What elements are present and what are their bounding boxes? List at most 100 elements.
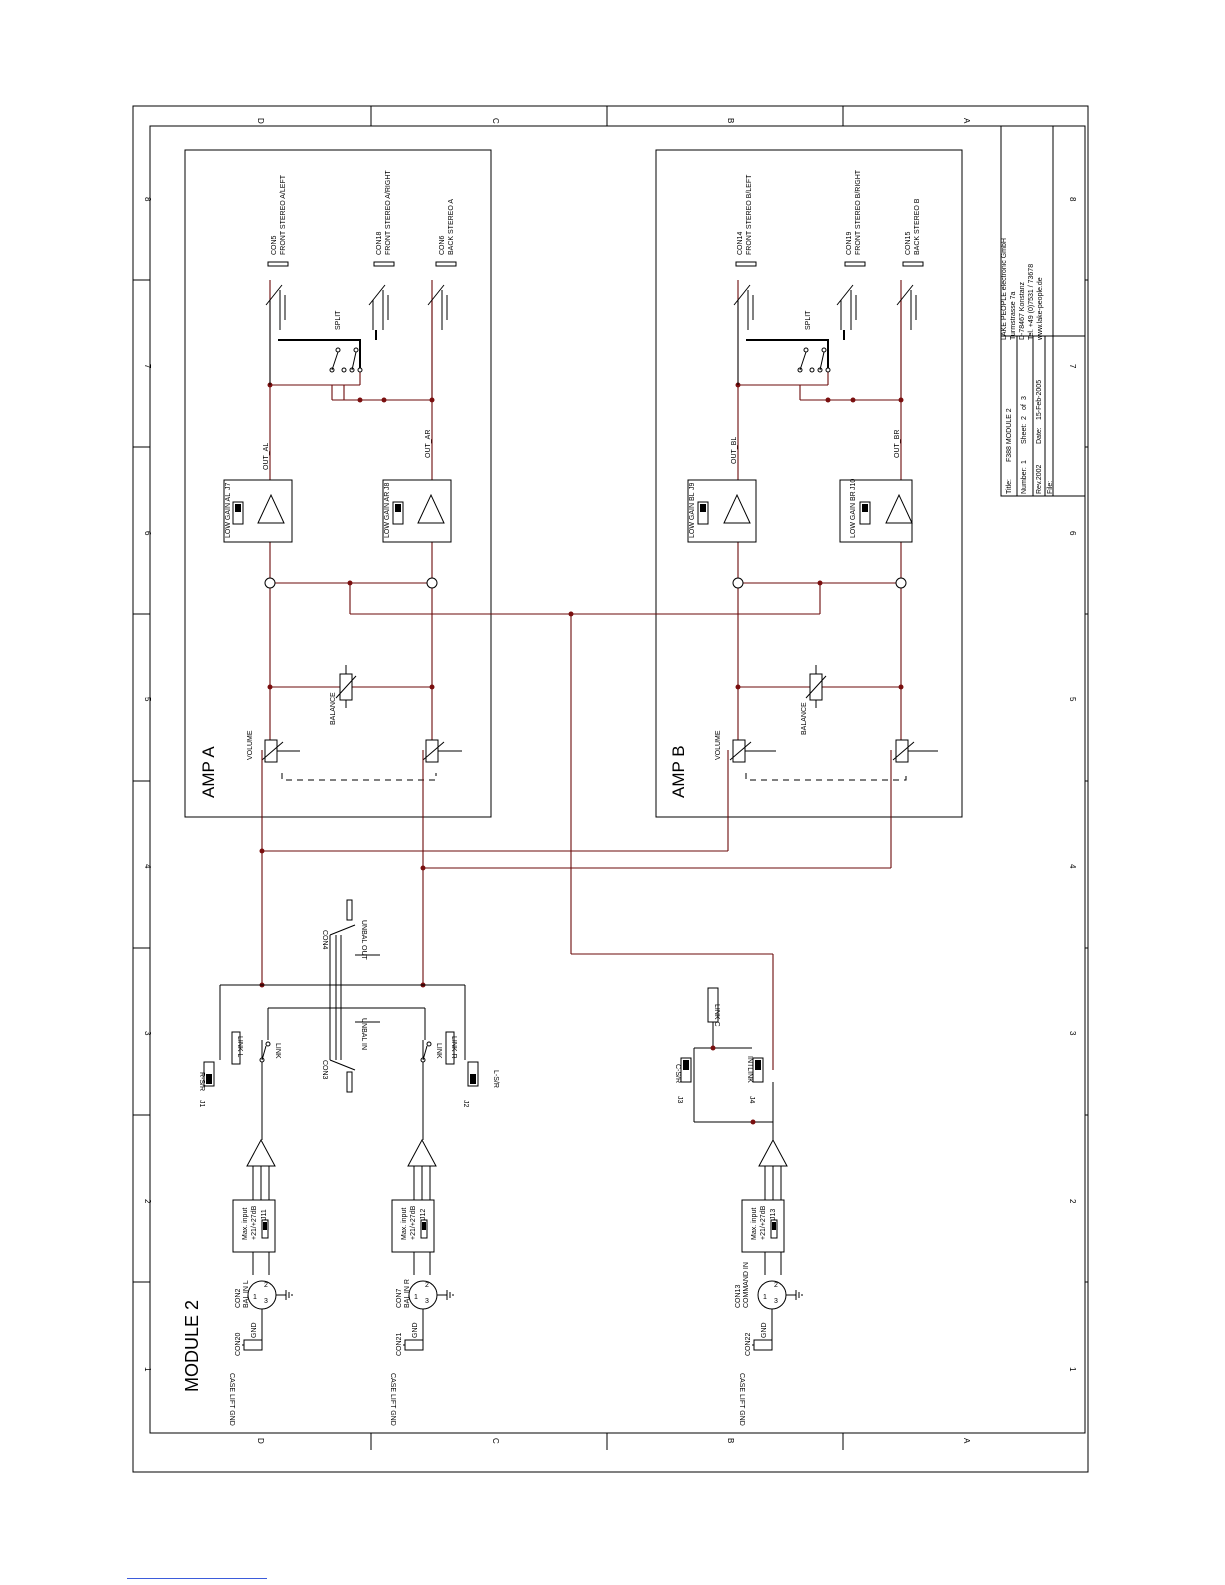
zone-number: 7 — [143, 364, 152, 369]
module-title: MODULE 2 — [182, 1300, 202, 1392]
number-value: 1 — [1021, 460, 1028, 464]
j2-ref: J2 — [462, 1100, 469, 1108]
company-name: LAKE PEOPLE electronic GmbH — [1001, 238, 1008, 340]
link-section: CON4 UNBAL OUT CON3 UNBAL IN J1 R-S/R LI… — [198, 899, 774, 1140]
zone-number: 4 — [1068, 864, 1077, 869]
case-lift-gnd-r: CASE LIFT GND — [389, 1373, 396, 1426]
con14-ref: CON14 — [737, 232, 744, 255]
con21-ref: CON21 — [396, 1333, 403, 1356]
zone-ticks — [133, 106, 1088, 1450]
input-channel-r: Max. input +21/+27dB J12 1 2 3 CON7 BAL … — [389, 1138, 454, 1426]
j4-ref: J4 — [748, 1096, 755, 1104]
amp-b-frame — [655, 149, 963, 818]
gain-al-ref: J7 — [225, 483, 232, 491]
amp-a-frame — [184, 149, 492, 818]
zone-letter: C — [491, 118, 500, 124]
con6-label: BACK STEREO A — [448, 199, 455, 255]
zone-number: 5 — [143, 697, 152, 702]
gain-ar-label: LOW GAIN AR — [384, 492, 391, 538]
zone-number: 1 — [1068, 1367, 1077, 1372]
con15-label: BACK STEREO B — [914, 198, 921, 255]
con19-label: FRONT STEREO B/RIGHT — [855, 169, 862, 255]
jumper-j10 — [859, 501, 871, 525]
gnd-label-r: GND — [412, 1322, 419, 1338]
split-label-b: SPLIT — [805, 310, 812, 330]
link-l-label: LINK L — [236, 1036, 243, 1058]
company-web: www.lake-people.de — [1037, 277, 1044, 341]
volume-pot-a-l — [264, 739, 278, 763]
title-block: LAKE PEOPLE electronic GmbH Turmstrasse … — [1000, 125, 1086, 497]
gain-bl-ref: J9 — [689, 483, 696, 491]
con4-ref: CON4 — [321, 930, 328, 950]
zone-number: 4 — [143, 864, 152, 869]
max-input-label-l: Max. input — [242, 1208, 249, 1240]
zone-letter: A — [962, 118, 971, 124]
gain-box-ar — [382, 479, 452, 543]
zone-numbers-left: 1 2 3 4 5 6 7 8 — [143, 197, 152, 1372]
sum-node-al — [264, 577, 276, 589]
sum-node-bl — [732, 577, 744, 589]
amp-b-block: AMP B LOW GAIN BL J9 — [655, 149, 963, 818]
jumper-con20 — [243, 1339, 263, 1351]
con18-ref: CON18 — [376, 232, 383, 255]
xlr-pin2-c: 2 — [774, 1282, 778, 1289]
date-value: 15-Feb-2005 — [1036, 380, 1043, 420]
volume-label-b: VOLUME — [715, 730, 722, 760]
net-out-br: OUT_BR — [894, 430, 901, 458]
sheet-value: 2 — [1021, 416, 1028, 420]
j13-ref: J13 — [770, 1209, 777, 1220]
amp-a-title: AMP A — [199, 746, 218, 798]
zone-number: 7 — [1068, 364, 1077, 369]
jumper-con21 — [404, 1339, 424, 1351]
command-in-label: COMMAND IN — [743, 1262, 750, 1308]
sum-node-ar — [426, 577, 438, 589]
j11-ref: J11 — [261, 1209, 268, 1220]
con6-ref: CON6 — [439, 235, 446, 255]
balance-label-a: BALANCE — [330, 692, 337, 725]
con13-ref: CON13 — [735, 1285, 742, 1308]
jumper-j7 — [232, 501, 244, 525]
link-r-box — [445, 1031, 455, 1065]
zone-letters-top: D C B A — [256, 118, 971, 124]
gain-bl-label: LOW GAIN BL — [689, 492, 696, 538]
r-sr-label: R-S/R — [198, 1072, 205, 1091]
input-buffer-l — [246, 1138, 276, 1167]
con14-label: FRONT STEREO B/LEFT — [746, 174, 753, 255]
xlr-pin1-r: 1 — [414, 1294, 418, 1301]
j3-ref: J3 — [676, 1096, 683, 1104]
bal-in-r-label: BAL IN R — [404, 1279, 411, 1308]
zone-numbers-right: 1 2 3 4 5 6 7 8 — [1068, 197, 1077, 1372]
amp-a-junctions — [267, 382, 435, 690]
amp-b-title: AMP B — [669, 745, 688, 798]
input-channel-l: Max. input +21/+27dB J11 1 2 3 CON2 BAL … — [228, 1138, 293, 1426]
zone-letter: C — [491, 1438, 500, 1444]
file-label: File: — [1047, 481, 1054, 494]
con5-ref: CON5 — [271, 235, 278, 255]
volume-label-a: VOLUME — [247, 730, 254, 760]
footer-link-underline — [127, 1578, 267, 1580]
amp-triangle-ar — [417, 493, 445, 524]
volume-pot-b-l — [732, 739, 746, 763]
con15-ref: CON15 — [905, 232, 912, 255]
gain-al-label: LOW GAIN AL — [225, 493, 232, 538]
input-buffer-c — [758, 1138, 788, 1167]
jumper-j9 — [697, 501, 709, 525]
xlr-pin3-c: 3 — [774, 1298, 778, 1305]
con20-ref: CON20 — [235, 1333, 242, 1356]
interconnect-wires — [261, 613, 892, 1070]
interconnect-junctions — [259, 611, 574, 988]
sheet-total: 3 — [1021, 396, 1028, 400]
link-label: LINK — [274, 1043, 281, 1059]
amp-triangle-br — [885, 493, 913, 524]
link-r-label: LINK R — [450, 1036, 457, 1059]
rev-label: Rev.2002 — [1036, 464, 1043, 494]
c-sr-label: C-S/R — [674, 1064, 681, 1083]
l-sr-label: L-S/R — [492, 1070, 499, 1088]
xlr-pin1-l: 1 — [253, 1294, 257, 1301]
case-lift-gnd-l: CASE LIFT GND — [228, 1373, 235, 1426]
bal-in-l-label: BAL IN L — [243, 1280, 250, 1308]
gain-box-al — [223, 479, 293, 543]
inner-border — [149, 125, 1086, 1434]
zone-letter: D — [256, 118, 265, 124]
